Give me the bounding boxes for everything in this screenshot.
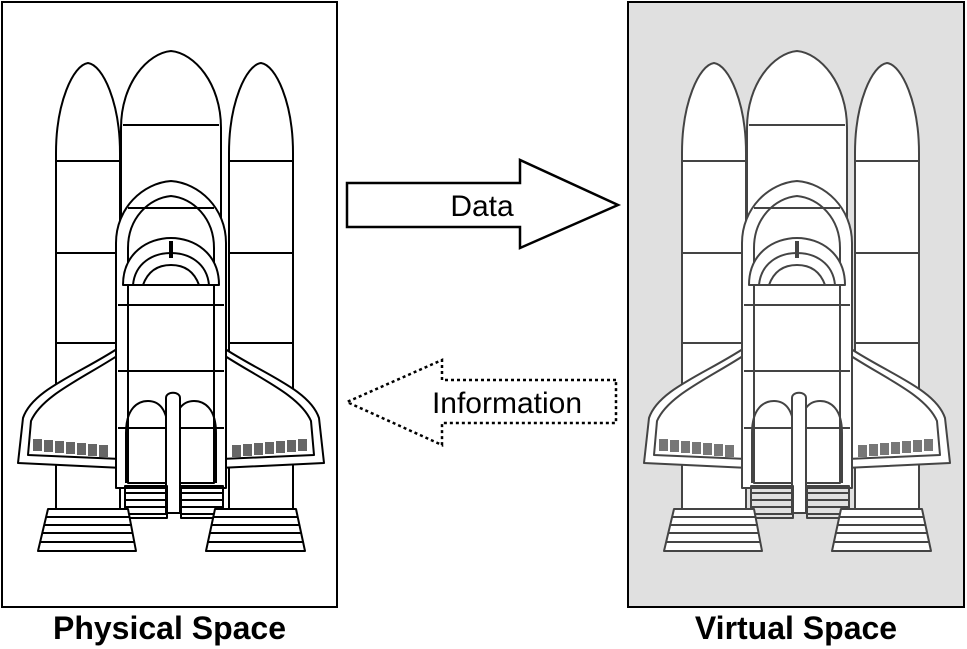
data-arrow: Data [345,158,622,250]
information-arrow-label: Information [432,387,582,420]
physical-space-caption: Physical Space [52,610,287,646]
virtual-shuttle-icon [642,49,952,553]
data-arrow-label: Data [450,190,514,223]
flow-arrows: Data Information [343,158,622,447]
information-arrow: Information [343,358,618,447]
virtual-space-panel [627,1,965,608]
physical-shuttle-icon [16,49,326,553]
virtual-space-caption: Virtual Space [694,610,898,646]
physical-space-panel [1,1,338,608]
